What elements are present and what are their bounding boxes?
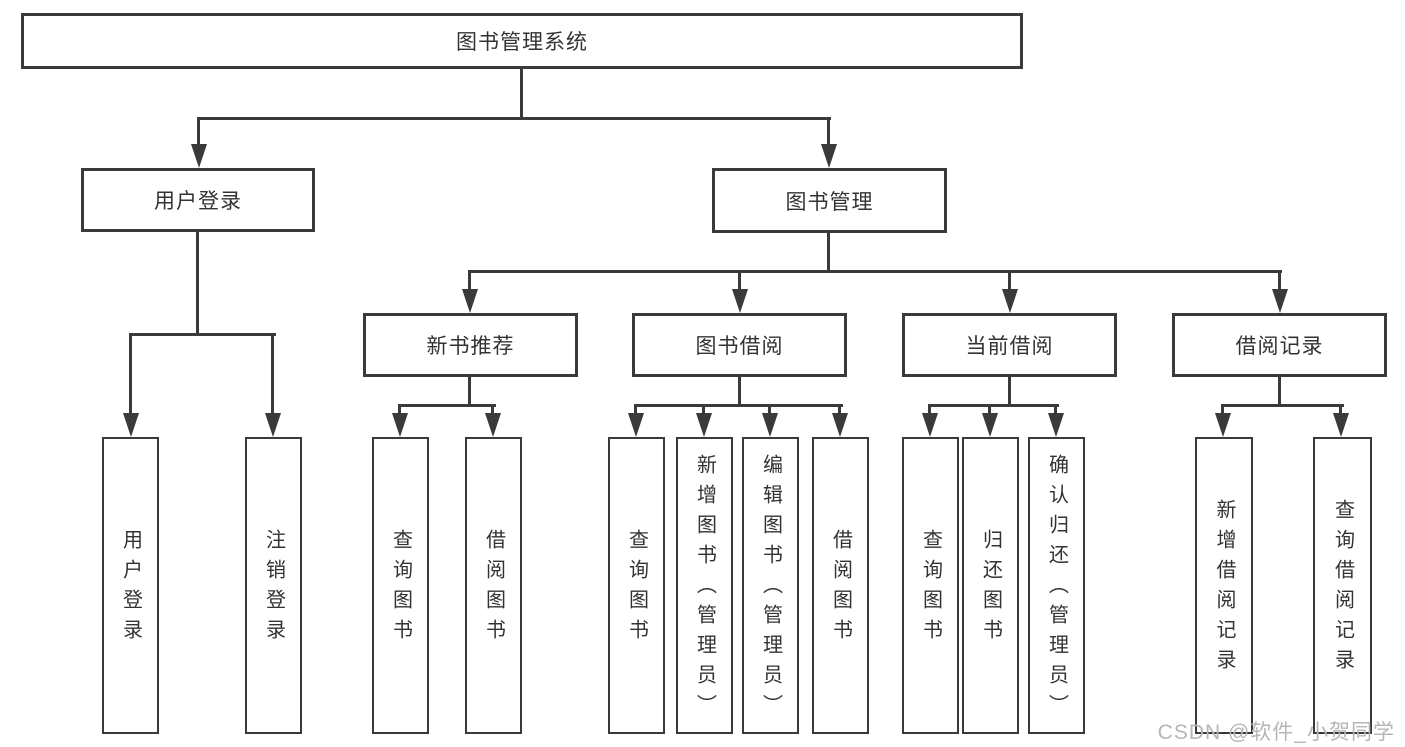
connector-line: [468, 377, 471, 407]
connector-line: [1008, 271, 1011, 293]
arrowhead-down: [123, 413, 139, 437]
connector-line: [1221, 404, 1344, 407]
connector-line: [738, 377, 741, 407]
arrowhead-down: [191, 144, 207, 168]
arrowhead-down: [832, 413, 848, 437]
arrowhead-down: [1215, 413, 1231, 437]
leaf-query-book-borrow: 查询图书: [608, 437, 665, 734]
connector-line: [1278, 377, 1281, 407]
connector-line: [827, 119, 830, 147]
arrowhead-down: [392, 413, 408, 437]
leaf-borrow-book-borrow: 借阅图书: [812, 437, 869, 734]
node-root: 图书管理系统: [21, 13, 1023, 69]
arrowhead-down: [265, 413, 281, 437]
arrowhead-down: [1048, 413, 1064, 437]
node-book-management: 图书管理: [712, 168, 947, 233]
arrowhead-down: [1333, 413, 1349, 437]
node-current-borrow: 当前借阅: [902, 313, 1117, 377]
arrowhead-down: [462, 289, 478, 313]
connector-line: [271, 334, 274, 416]
arrowhead-down: [732, 289, 748, 313]
arrowhead-down: [821, 144, 837, 168]
node-book-borrow: 图书借阅: [632, 313, 847, 377]
connector-line: [928, 404, 1059, 407]
connector-line: [827, 233, 830, 273]
connector-line: [1008, 377, 1011, 407]
connector-line: [1221, 405, 1224, 417]
connector-line: [129, 333, 276, 336]
arrowhead-down: [485, 413, 501, 437]
arrowhead-down: [762, 413, 778, 437]
connector-line: [468, 270, 1282, 273]
connector-line: [702, 405, 705, 417]
node-new-book-recommend: 新书推荐: [363, 313, 578, 377]
connector-line: [196, 232, 199, 336]
arrowhead-down: [628, 413, 644, 437]
leaf-confirm-return-admin: 确认归还（管理员）: [1028, 437, 1085, 734]
node-user-login: 用户登录: [81, 168, 315, 232]
leaf-query-borrow-record: 查询借阅记录: [1313, 437, 1372, 734]
connector-line: [398, 405, 401, 417]
connector-line: [197, 119, 200, 147]
connector-line: [928, 405, 931, 417]
leaf-query-book-current: 查询图书: [902, 437, 959, 734]
csdn-watermark: CSDN @软件_小贺同学: [1157, 721, 1395, 744]
connector-line: [197, 117, 831, 120]
leaf-borrow-book-recommend: 借阅图书: [465, 437, 522, 734]
arrowhead-down: [982, 413, 998, 437]
connector-line: [520, 68, 523, 120]
connector-line: [1054, 405, 1057, 417]
leaf-query-book-recommend: 查询图书: [372, 437, 429, 734]
node-borrow-record: 借阅记录: [1172, 313, 1387, 377]
connector-line: [468, 271, 471, 293]
arrowhead-down: [696, 413, 712, 437]
leaf-logout: 注销登录: [245, 437, 302, 734]
arrowhead-down: [1272, 289, 1288, 313]
connector-line: [988, 405, 991, 417]
leaf-return-book: 归还图书: [962, 437, 1019, 734]
leaf-edit-book-admin: 编辑图书（管理员）: [742, 437, 799, 734]
connector-line: [738, 271, 741, 293]
connector-line: [838, 405, 841, 417]
leaf-add-borrow-record: 新增借阅记录: [1195, 437, 1253, 734]
connector-line: [398, 404, 496, 407]
leaf-user-login: 用户登录: [102, 437, 159, 734]
arrowhead-down: [922, 413, 938, 437]
connector-line: [129, 334, 132, 416]
arrowhead-down: [1002, 289, 1018, 313]
connector-line: [634, 404, 843, 407]
connector-line: [491, 405, 494, 417]
connector-line: [1339, 405, 1342, 417]
leaf-add-book-admin: 新增图书（管理员）: [676, 437, 733, 734]
connector-line: [634, 405, 637, 417]
connector-line: [1278, 271, 1281, 293]
connector-line: [768, 405, 771, 417]
